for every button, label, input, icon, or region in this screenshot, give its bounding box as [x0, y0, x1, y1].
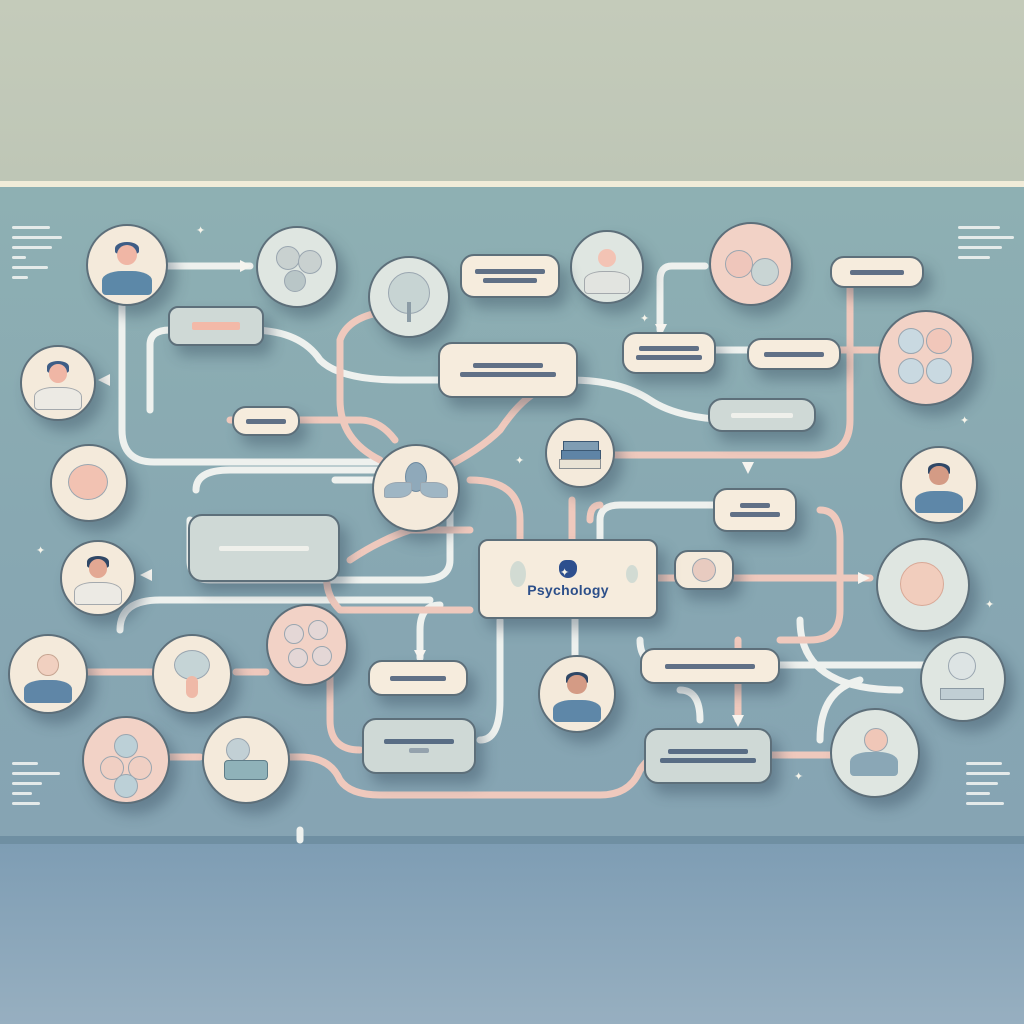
node-brain-small-center[interactable] — [674, 550, 734, 590]
floor-background — [0, 844, 1024, 1024]
sparkle-icon: ✦ — [515, 455, 525, 467]
label-box-right-middle-b[interactable] — [747, 338, 841, 370]
label-box-left-large[interactable] — [188, 514, 340, 582]
node-hub-flower[interactable] — [372, 444, 460, 532]
label-box-bottom-left[interactable] — [362, 718, 476, 774]
node-flower-cluster[interactable] — [266, 604, 348, 686]
board-bottom-edge — [0, 836, 1024, 844]
node-cells-right[interactable] — [878, 310, 974, 406]
wall-background — [0, 0, 1024, 183]
side-notes-bottom-right — [966, 762, 1010, 805]
node-books[interactable] — [545, 418, 615, 488]
label-box-lower-center-right[interactable] — [640, 648, 780, 684]
center-node-title: Psychology — [527, 582, 609, 598]
center-node-psychology[interactable]: Psychology — [478, 539, 658, 619]
label-box-bottom-right[interactable] — [644, 728, 772, 784]
node-brain-left[interactable] — [50, 444, 128, 522]
sparkle-icon: ✦ — [640, 313, 650, 325]
sparkle-icon: ✦ — [560, 567, 570, 579]
side-notes-top-right — [958, 226, 1014, 259]
node-device-right[interactable] — [920, 636, 1006, 722]
node-person-lower-left[interactable] — [60, 540, 136, 616]
label-box-right-middle-a[interactable] — [622, 332, 716, 374]
node-cells-bottom-left[interactable] — [82, 716, 170, 804]
label-box-lower-center-left[interactable] — [368, 660, 468, 696]
node-person-nurse-top-left[interactable] — [86, 224, 168, 306]
label-box-right-faded[interactable] — [708, 398, 816, 432]
node-person-elder[interactable] — [8, 634, 88, 714]
label-box-center-upper[interactable] — [438, 342, 578, 398]
node-brain-anatomy[interactable] — [709, 222, 793, 306]
label-box-top-left-tab[interactable] — [168, 306, 264, 346]
node-tree-icon[interactable] — [368, 256, 450, 338]
label-box-right-center[interactable] — [713, 488, 797, 532]
sparkle-icon: ✦ — [196, 225, 206, 237]
board-top-ledge — [0, 181, 1024, 187]
node-bed-rest[interactable] — [202, 716, 290, 804]
sparkle-icon: ✦ — [794, 771, 804, 783]
node-person-top-center[interactable] — [570, 230, 644, 304]
node-meditation[interactable] — [830, 708, 920, 798]
node-person-left[interactable] — [20, 345, 96, 421]
sparkle-icon: ✦ — [960, 415, 970, 427]
sparkle-icon: ✦ — [985, 599, 995, 611]
node-molecules-top[interactable] — [256, 226, 338, 308]
label-box-top-center[interactable] — [460, 254, 560, 298]
leaf-decoration-icon — [510, 561, 526, 587]
label-box-right-top[interactable] — [830, 256, 924, 288]
side-notes-bottom-left — [12, 762, 60, 805]
label-box-left-small[interactable] — [232, 406, 300, 436]
side-notes-top-left — [12, 226, 62, 279]
psychology-logo-icon — [559, 560, 577, 578]
node-person-center-bottom[interactable] — [538, 655, 616, 733]
node-brain-tree[interactable] — [152, 634, 232, 714]
node-person-right[interactable] — [900, 446, 978, 524]
sparkle-icon: ✦ — [36, 545, 46, 557]
apple-decoration-icon — [626, 565, 638, 583]
node-sun-right[interactable] — [876, 538, 970, 632]
